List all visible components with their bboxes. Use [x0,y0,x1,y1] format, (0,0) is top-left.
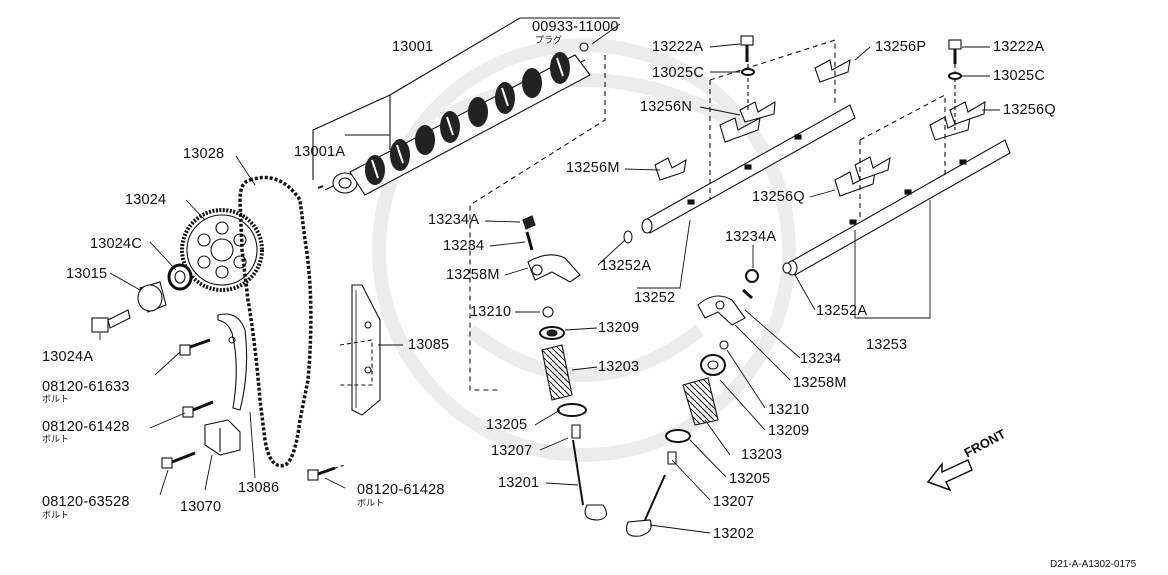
rocker-arm-right [697,262,792,350]
label-bolt-4: ボルト [357,499,385,509]
label-13222a-left: 13222A [652,39,704,55]
label-13024a: 13024A [42,349,94,365]
rocker-arm-left [522,215,633,318]
label-08120-63528: 08120-63528 [42,494,130,510]
label-13256n: 13256N [640,99,692,115]
label-13253: 13253 [866,337,908,353]
front-arrow [926,458,973,492]
label-13234a-right: 13234A [725,229,777,245]
label-13070: 13070 [180,499,222,515]
label-13202: 13202 [713,526,755,542]
label-13203-left: 13203 [598,359,640,375]
label-13252a-left: 13252A [600,258,652,274]
label-13205-left: 13205 [486,417,528,433]
label-13252: 13252 [634,290,676,306]
label-13024c: 13024C [90,236,142,252]
label-13207-right: 13207 [713,494,755,510]
label-13085: 13085 [408,337,450,353]
label-13256m: 13256M [566,160,620,176]
label-13086: 13086 [238,480,280,496]
bolt-13222a-left [740,35,755,76]
label-bolt-3: ボルト [42,511,70,521]
rocker-clips [654,58,986,197]
watermark [372,38,796,462]
label-08120-61633: 08120-61633 [42,379,130,395]
label-13201: 13201 [498,475,540,491]
label-13209-left: 13209 [598,320,640,336]
label-13222a-right: 13222A [993,39,1045,55]
label-13001a: 13001A [294,144,346,160]
label-13234-left: 13234 [443,238,485,254]
bolt-13024a [91,309,131,333]
rocker-shaft-exhaust [786,139,1011,276]
label-13256p: 13256P [875,39,927,55]
cam-sprocket [180,208,264,292]
label-13210-right: 13210 [768,402,810,418]
camshaft [317,42,591,196]
label-13256q-right: 13256Q [1003,102,1056,118]
label-13258m-right: 13258M [793,375,847,391]
label-13203-right: 13203 [741,447,783,463]
label-13209-right: 13209 [768,423,810,439]
label-13252a-right: 13252A [816,303,868,319]
label-13256q-left: 13256Q [752,189,805,205]
chain-tensioner-arm [217,313,248,411]
bolt-13222a-right [948,39,962,80]
diagram-code: D21-A-A1302-0175 [1050,559,1137,570]
chain-guide [351,284,381,416]
label-13025c-right: 13025C [993,68,1045,84]
bolt-63528 [161,451,196,469]
label-13258m-left: 13258M [446,267,500,283]
bolt-61428a [182,400,214,418]
label-13234-right: 13234 [800,351,842,367]
label-08120-61428-a: 08120-61428 [42,419,130,435]
label-13015: 13015 [66,266,108,282]
label-plug: プラグ [535,36,563,46]
bolt-61633 [179,338,211,356]
timing-chain [238,175,313,468]
rocker-shaft-intake [641,104,856,234]
valve-spring-left [539,326,608,521]
valve-spring-right [625,354,726,537]
label-08120-61428-b: 08120-61428 [357,482,445,498]
label-13001: 13001 [392,39,434,55]
label-bolt-1: ボルト [42,395,70,405]
label-13210-left: 13210 [470,304,512,320]
label-13024: 13024 [125,192,167,208]
label-13207-left: 13207 [491,443,533,459]
label-13028: 13028 [183,146,225,162]
label-bolt-2: ボルト [42,435,70,445]
chain-tensioner [204,419,241,456]
label-13205-right: 13205 [729,471,771,487]
bolt-61428b [307,466,336,481]
label-00933-11000: 00933-11000 [532,19,619,35]
label-13234a-left: 13234A [428,212,480,228]
label-13025c-left: 13025C [652,65,704,81]
